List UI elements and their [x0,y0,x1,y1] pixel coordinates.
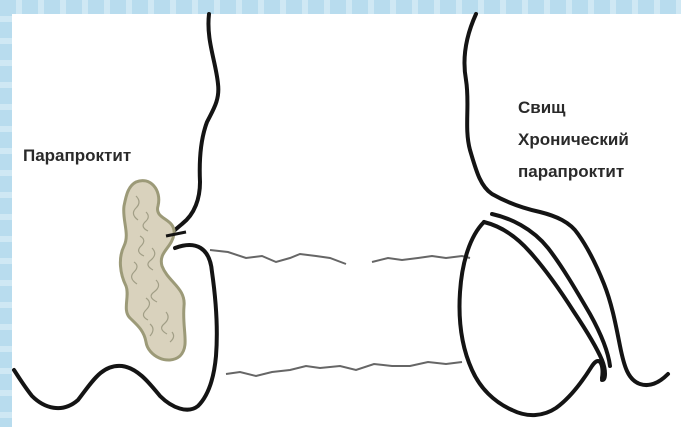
left-body-contour [164,14,218,240]
canal-lines [210,250,470,376]
label-fistula: Свищ [518,96,566,120]
canal-lower-line [226,362,462,376]
left-anal-margin-contour [14,245,217,410]
label-paraproctitis: Парапроктит [23,144,131,168]
right-body-contour [464,14,668,385]
label-chronic-paraproctitis: парапроктит [518,160,624,184]
canal-upper-line [210,250,470,264]
label-chronic: Хронический [518,128,629,152]
abscess-shape [120,181,186,360]
